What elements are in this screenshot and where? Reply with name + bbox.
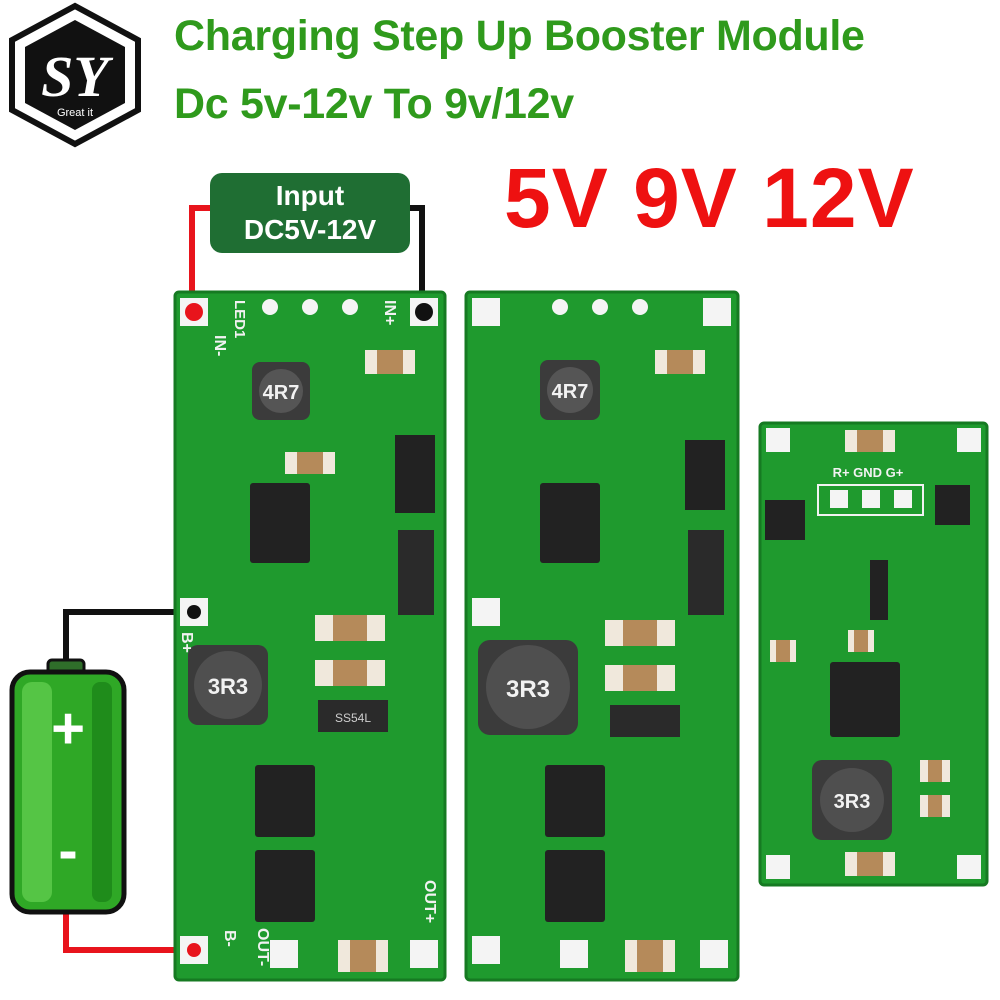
battery-minus: -	[58, 818, 77, 883]
inductor-3r3-label-3: 3R3	[834, 791, 871, 813]
diode-label: SS54L	[335, 711, 371, 725]
logo-tagline: Great it	[57, 107, 93, 119]
sy-logo: SY Great it	[9, 2, 141, 148]
logo-letters: SY	[41, 44, 113, 109]
label-out-plus: OUT+	[421, 880, 438, 923]
input-label-line1: Input	[275, 180, 345, 211]
inductor-3r3-label: 3R3	[208, 674, 248, 699]
input-label-line2: DC5V-12V	[243, 214, 377, 245]
inductor-4r7-label-2: 4R7	[552, 381, 589, 403]
battery-red-wire	[63, 900, 192, 953]
label-rgnd: R+ GND G+	[833, 465, 904, 480]
label-led: LED1	[231, 300, 248, 338]
label-b-minus: B-	[221, 930, 238, 947]
input-voltage-label: Input DC5V-12V	[210, 173, 410, 253]
product-subtitle: Dc 5v-12v To 9v/12v	[174, 80, 574, 128]
label-in-minus: IN-	[211, 335, 228, 356]
product-title: Charging Step Up Booster Module	[174, 12, 865, 60]
label-in-plus: IN+	[381, 300, 398, 325]
voltage-options: 5V 9V 12V	[504, 151, 915, 245]
pcb-board-2: 4R7 3R3	[464, 290, 740, 982]
battery-icon: + -	[9, 658, 127, 915]
label-out-minus: OUT-	[254, 928, 271, 966]
battery-black-wire	[63, 609, 196, 668]
input-red-wire	[189, 205, 215, 312]
pcb-board-3: R+ GND G+ 3R3	[758, 421, 989, 887]
input-black-wire	[405, 205, 425, 312]
inductor-3r3-label-2: 3R3	[506, 676, 550, 703]
battery-plus: +	[51, 696, 85, 761]
pcb-board-1: 4R7 3R3 SS54L IN- LED1 IN+ B+ B- OUT- OU…	[173, 290, 447, 982]
inductor-4r7-label: 4R7	[263, 382, 300, 404]
label-b-plus: B+	[178, 632, 195, 653]
